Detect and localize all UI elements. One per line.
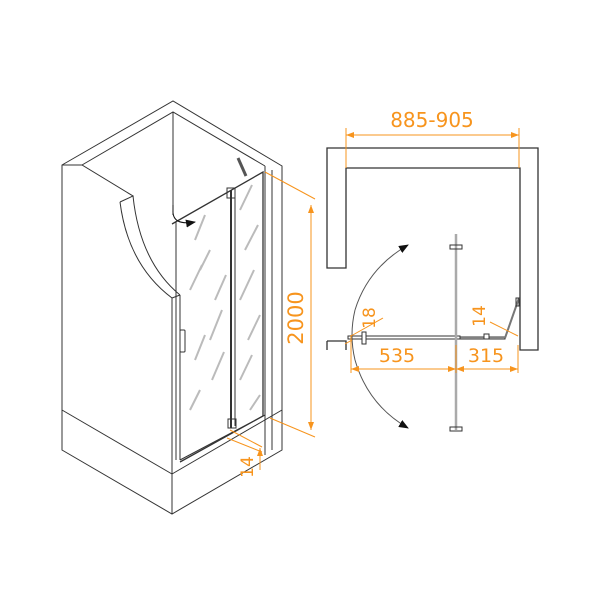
door-width-label: 535	[379, 345, 415, 367]
threshold-label: 14	[238, 456, 258, 478]
plan-view	[326, 147, 539, 351]
height-dimension	[264, 171, 316, 438]
threshold-dimension	[226, 429, 263, 470]
fixed-panel-label: 315	[468, 345, 504, 367]
left-offset-label: 18	[360, 307, 380, 329]
isometric-view	[61, 100, 283, 515]
right-offset-label: 14	[470, 305, 490, 327]
width-label: 885-905	[390, 108, 474, 132]
swing-arrow-iso	[172, 205, 196, 228]
plan-glass	[347, 234, 520, 432]
height-label: 2000	[284, 291, 308, 344]
glass-hatching	[189, 184, 261, 411]
width-dimension	[345, 128, 520, 168]
door-dimension	[344, 317, 519, 373]
